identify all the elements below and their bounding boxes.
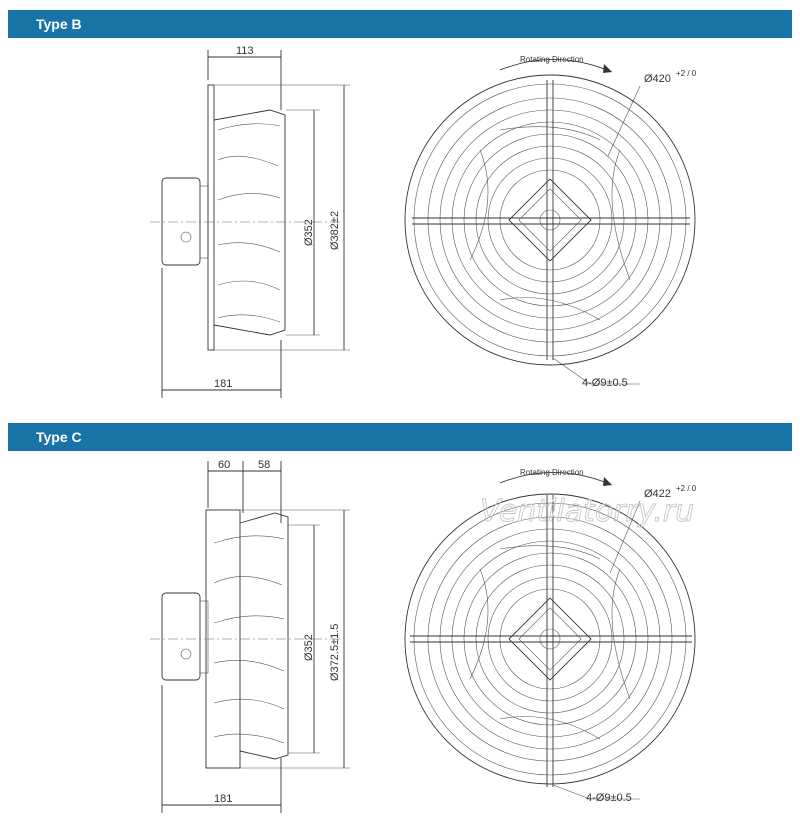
type-b-side-view: 113 Ø352 Ø382±2 181 [150, 45, 350, 398]
section-header-type-b: Type B [8, 10, 792, 38]
section-title: Type B [36, 16, 82, 32]
overall-length: 181 [214, 378, 232, 390]
mounting-frame [207, 84, 215, 351]
type-b-drawing: 113 Ø352 Ø382±2 181 Rotating Direction Ø… [150, 45, 697, 398]
outer-diameter: Ø382±2 [329, 211, 341, 250]
watermark: Ventilatorry.ru [480, 494, 694, 529]
motor-hub [508, 597, 592, 681]
outer-diameter: Ø372.5±1.5 [329, 624, 341, 681]
type-c-side-view: 60 58 Ø352 Ø372.5±1.5 181 [150, 459, 350, 813]
frame-offset-dimension: 60 [218, 459, 230, 471]
inner-diameter: Ø352 [303, 634, 315, 661]
outer-ring [404, 493, 696, 785]
mounting-holes: 4-Ø9±0.5 [586, 792, 632, 804]
ring-tolerance: +2 / 0 [676, 69, 697, 78]
mounting-holes: 4-Ø9±0.5 [582, 377, 628, 389]
motor-hub [508, 178, 592, 262]
section-header-type-c: Type C [8, 423, 792, 451]
ring-diameter: Ø422 [644, 488, 671, 500]
motor-body [161, 177, 201, 266]
inner-diameter: Ø352 [303, 219, 315, 246]
outer-ring [404, 74, 696, 366]
type-c-front-view: Rotating Direction Ø422 +2 / 0 4-Ø9±0.5 … [404, 468, 697, 804]
motor-body [161, 592, 201, 681]
type-b-front-view: Rotating Direction Ø420 +2 / 0 4-Ø9±0.5 [404, 55, 697, 389]
ring-tolerance: +2 / 0 [676, 484, 697, 493]
ring-diameter: Ø420 [644, 73, 671, 85]
rim-offset-dimension: 58 [258, 459, 270, 471]
type-c-drawing: 60 58 Ø352 Ø372.5±1.5 181 Rotating Direc… [150, 459, 697, 813]
section-title: Type C [36, 429, 82, 445]
overall-length: 181 [214, 793, 232, 805]
depth-dimension: 113 [236, 45, 254, 57]
